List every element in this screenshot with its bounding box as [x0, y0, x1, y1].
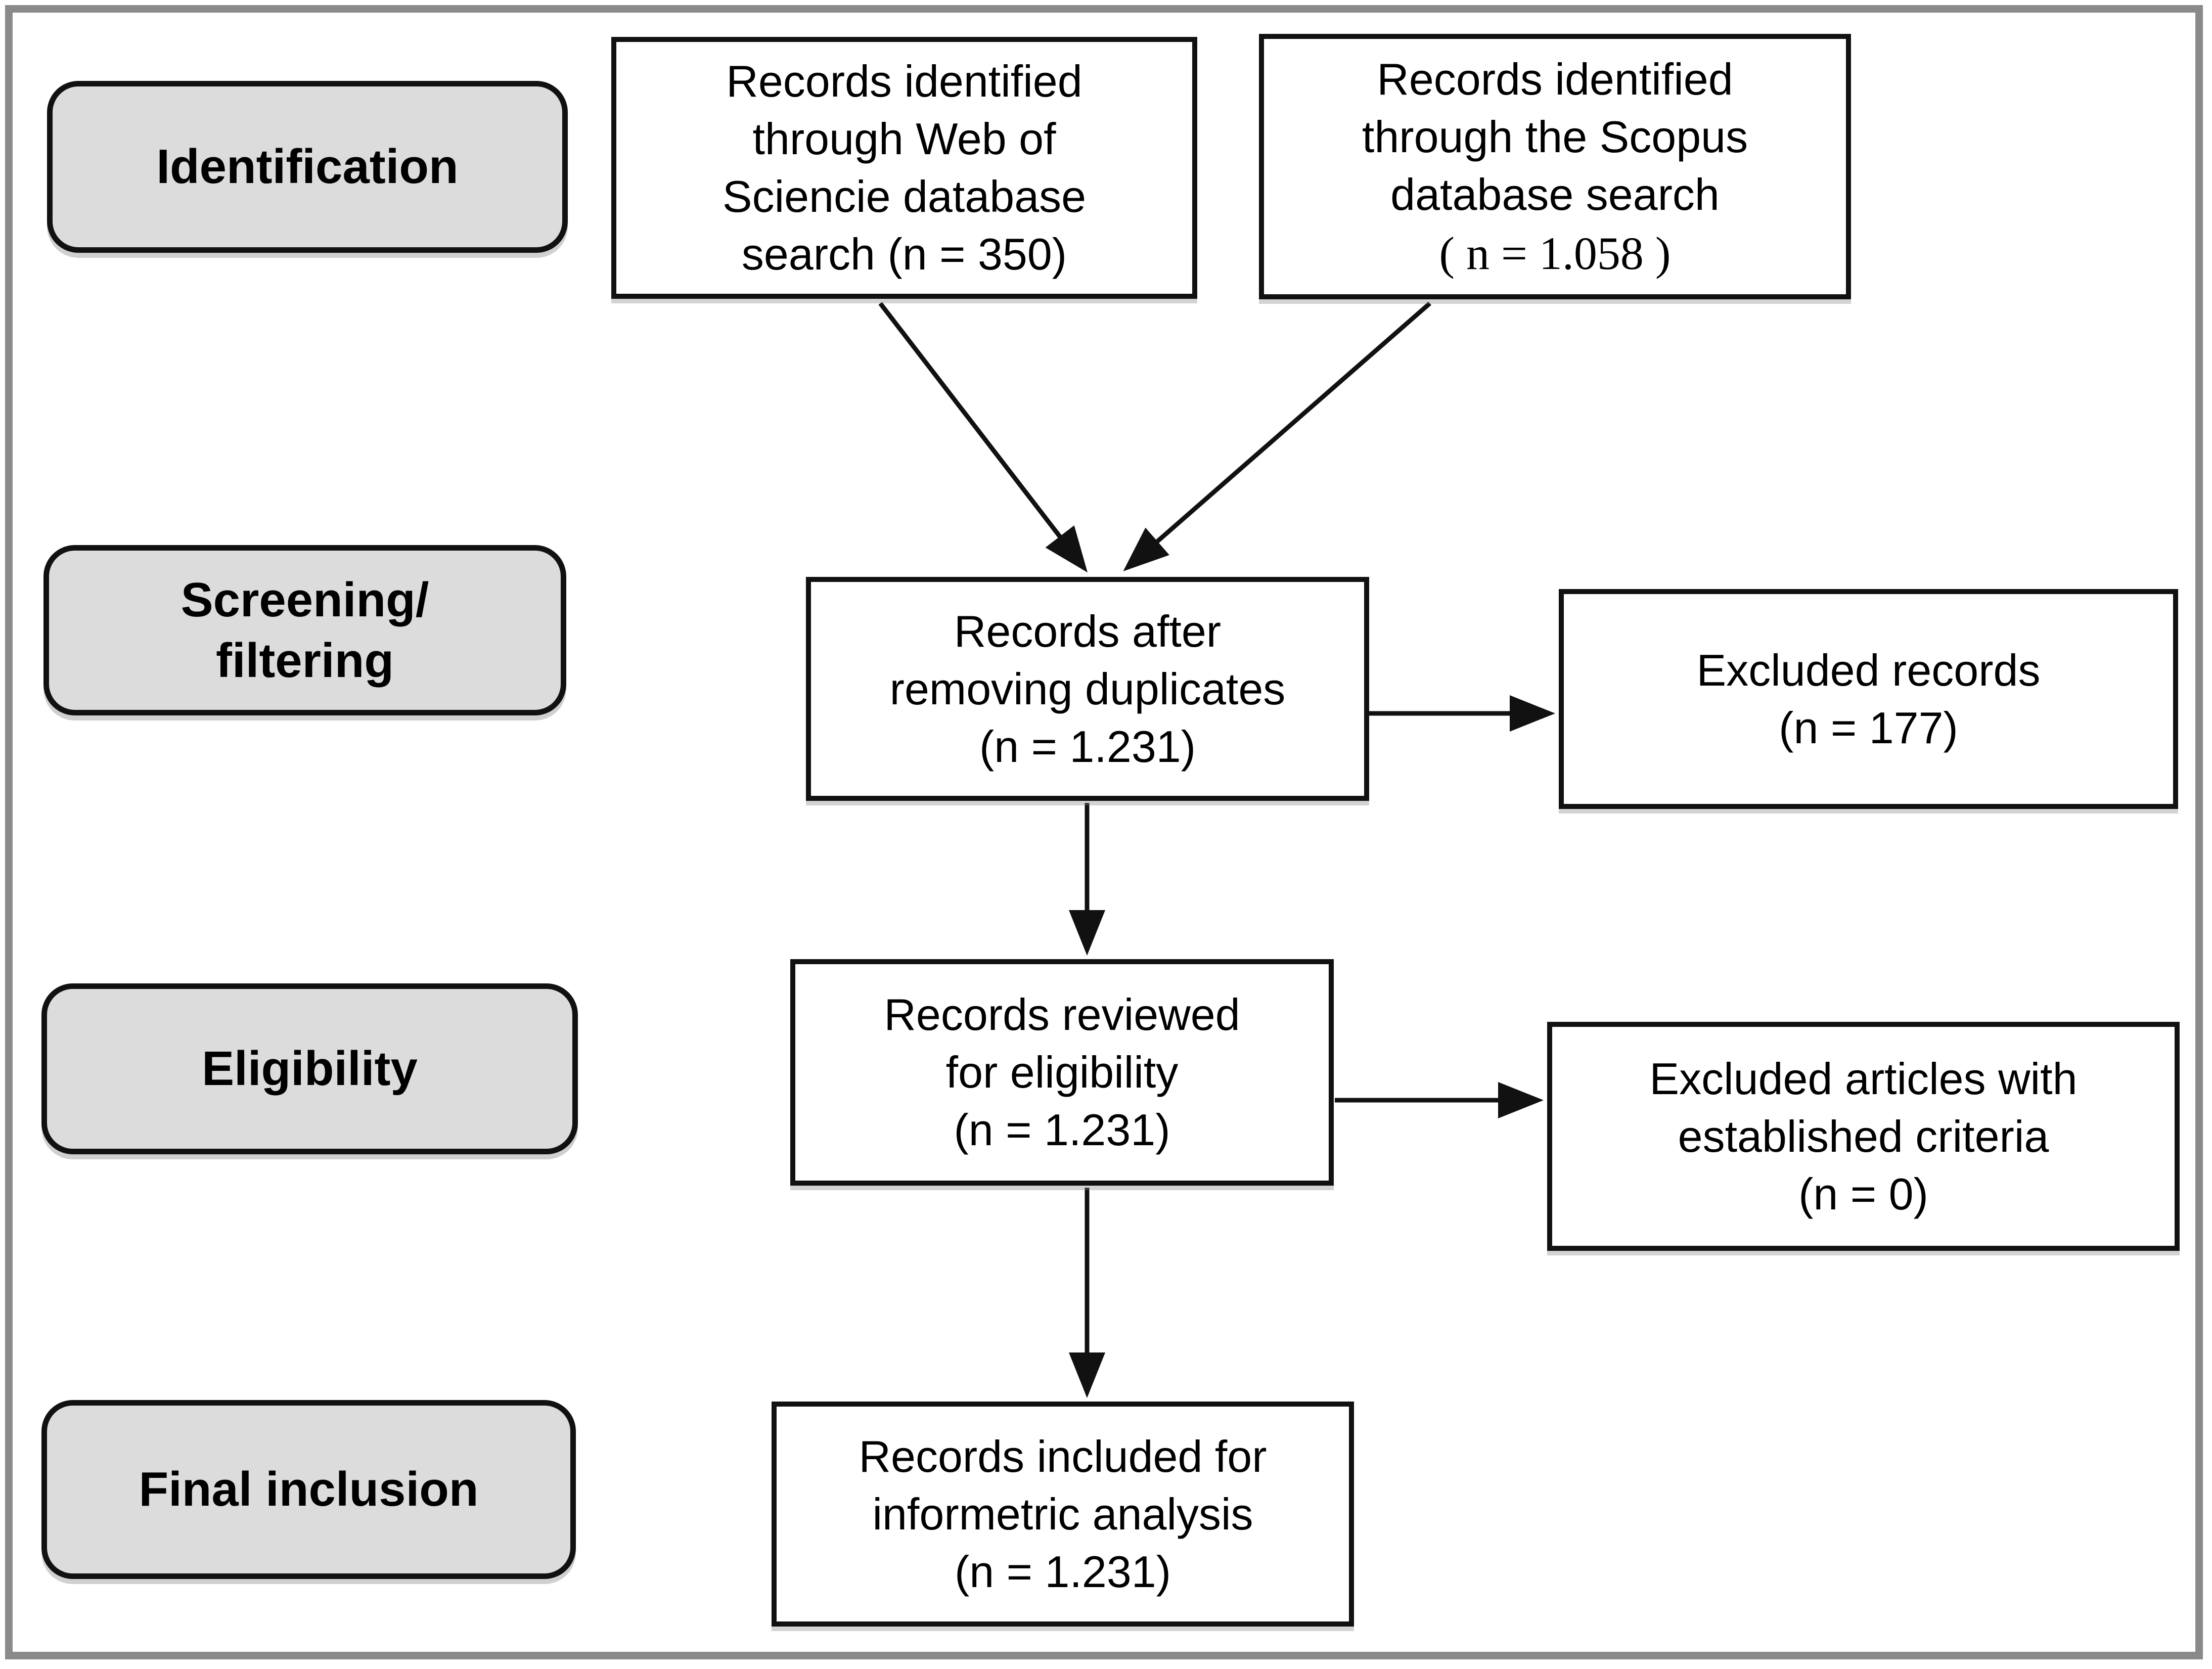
box-count: ( n = 1.058 )	[1439, 227, 1671, 279]
stage-label-text: Identification	[156, 140, 459, 194]
stage-label-final-inclusion: Final inclusion	[41, 1400, 576, 1579]
stage-label-text: Final inclusion	[139, 1462, 479, 1516]
box-text: Records identified through the Scopus da…	[1362, 54, 1748, 219]
stage-label-text: Screening/ filtering	[180, 572, 429, 688]
box-text: Records reviewed for eligibility (n = 1.…	[884, 989, 1240, 1155]
box-records-web-of-science: Records identified through Web of Scienc…	[611, 37, 1197, 299]
box-records-reviewed-for-eligibility: Records reviewed for eligibility (n = 1.…	[790, 959, 1334, 1186]
box-records-after-removing-duplicates: Records after removing duplicates (n = 1…	[806, 577, 1369, 801]
box-text: Records after removing duplicates (n = 1…	[889, 606, 1286, 772]
box-text: Records included for informetric analysi…	[859, 1431, 1267, 1597]
stage-label-identification: Identification	[47, 81, 568, 253]
box-records-scopus: Records identified through the Scopus da…	[1259, 34, 1851, 299]
box-records-included-informetric-analysis: Records included for informetric analysi…	[772, 1402, 1354, 1627]
box-text: Excluded articles with established crite…	[1649, 1053, 2078, 1219]
stage-label-screening-filtering: Screening/ filtering	[43, 545, 566, 715]
box-excluded-records: Excluded records (n = 177)	[1559, 589, 2178, 809]
box-text: Excluded records (n = 177)	[1696, 645, 2041, 753]
stage-label-eligibility: Eligibility	[41, 983, 578, 1154]
stage-label-text: Eligibility	[202, 1042, 418, 1096]
box-excluded-articles-established-criteria: Excluded articles with established crite…	[1547, 1022, 2180, 1251]
box-text: Records identified through Web of Scienc…	[722, 56, 1087, 279]
